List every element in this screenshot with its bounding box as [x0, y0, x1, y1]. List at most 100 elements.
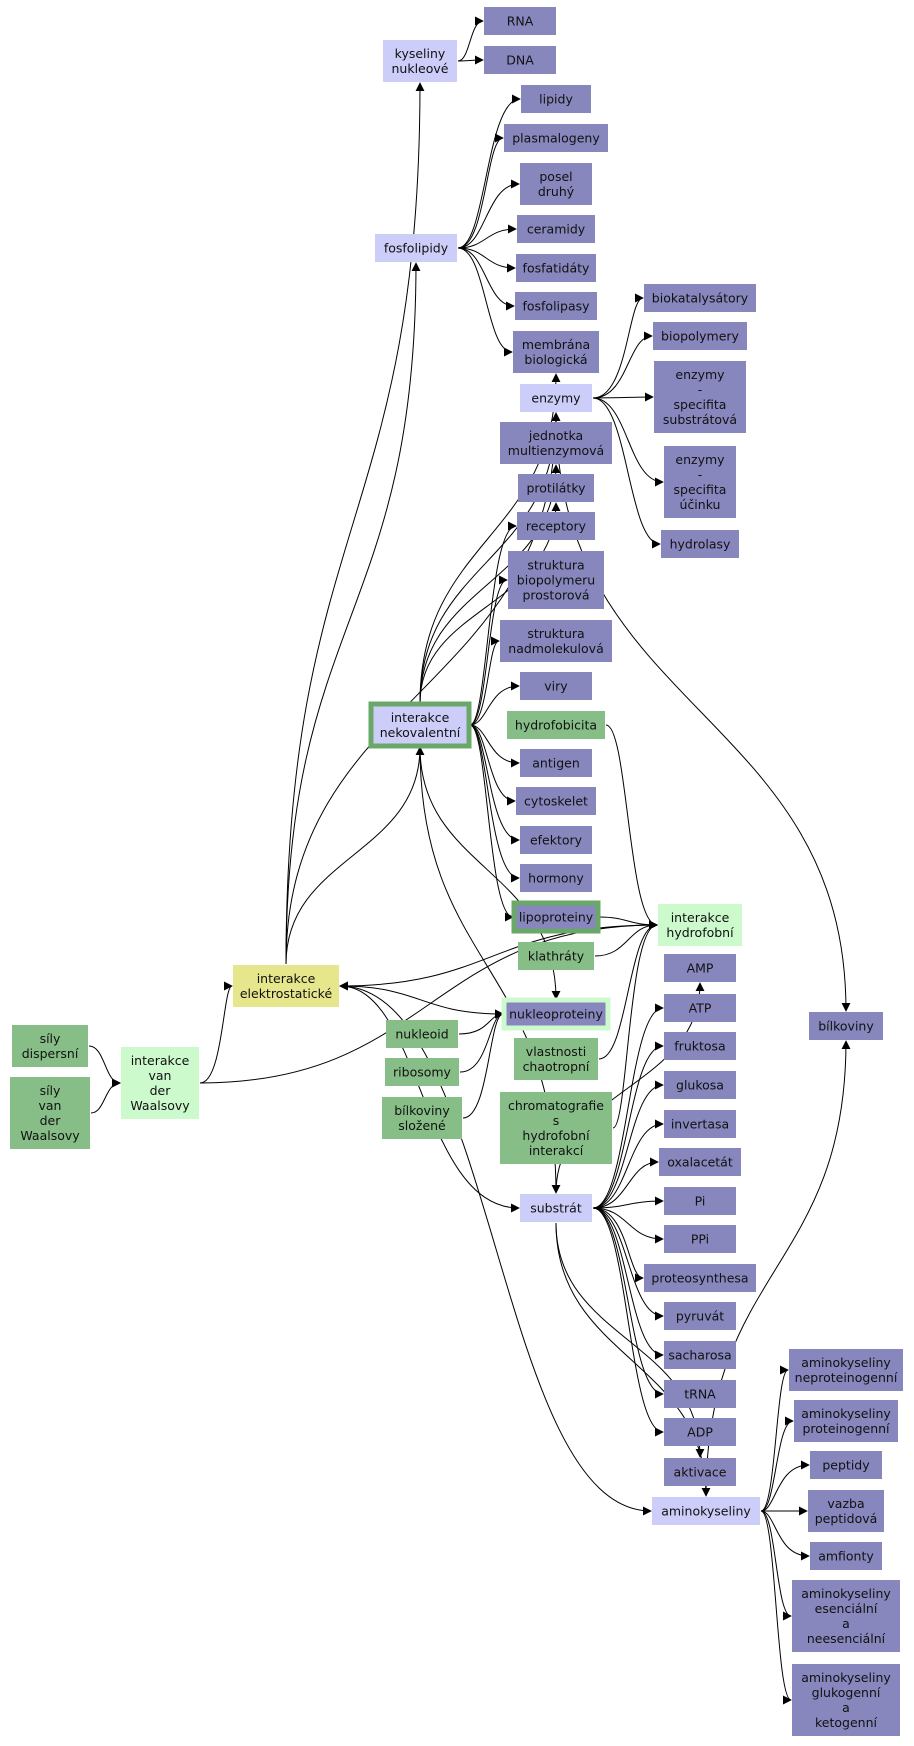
node-label-line: multienzymová — [508, 443, 604, 458]
node-box — [661, 530, 739, 558]
node-box — [500, 620, 612, 662]
node-sacharosa: sacharosa — [664, 1341, 736, 1369]
node-label-line: oxalacetát — [667, 1155, 733, 1170]
edge-substrat-to-pi — [592, 1196, 664, 1209]
node-label-line: síly — [40, 1031, 61, 1046]
edge-interakce-nekovalentni-to-viry — [469, 681, 520, 726]
node-label-line: hydrofobicita — [515, 718, 597, 733]
node-label-line: Pi — [695, 1194, 706, 1209]
node-ppi: PPi — [664, 1225, 736, 1253]
node-label-line: dispersní — [22, 1046, 79, 1061]
node-box — [517, 215, 595, 243]
node-label-line: aminokyseliny — [801, 1355, 891, 1370]
node-label-line: biokatalysátory — [652, 291, 749, 306]
node-klathraty: klathráty — [518, 942, 594, 970]
node-label-line: složené — [398, 1118, 446, 1133]
node-label-line: - — [698, 382, 703, 397]
node-label-line: jednotka — [528, 428, 583, 443]
node-box — [513, 331, 599, 373]
node-box — [382, 1097, 462, 1139]
node-label-line: vlastnosti — [526, 1044, 586, 1059]
edge-enzymy-to-biopolymery — [592, 331, 653, 399]
node-label-line: substrátová — [663, 412, 737, 427]
node-box — [121, 1047, 199, 1119]
node-box — [504, 124, 608, 152]
edge-interakce-nekovalentni-to-struktura-biopolymeru — [469, 575, 508, 726]
node-fosfatidaty: fosfatidáty — [516, 254, 596, 282]
node-receptory: receptory — [517, 512, 595, 540]
node-box — [385, 1058, 459, 1086]
node-label-line: interakce — [257, 971, 316, 986]
node-fruktosa: fruktosa — [664, 1032, 736, 1060]
edge-substrat-to-invertasa — [592, 1119, 664, 1209]
node-viry: viry — [520, 672, 592, 700]
node-label-line: aminokyseliny — [801, 1406, 891, 1421]
node-oxalacetat: oxalacetát — [659, 1148, 741, 1176]
node-label-line: Waalsovy — [130, 1098, 190, 1113]
node-proteosynthesa: proteosynthesa — [644, 1264, 756, 1292]
node-label-line: sacharosa — [668, 1348, 731, 1363]
node-box — [664, 1341, 736, 1369]
node-box — [654, 361, 746, 433]
node-label-line: klathráty — [528, 949, 585, 964]
node-box — [520, 672, 592, 700]
node-label-line: chromatografie — [508, 1098, 604, 1113]
node-label-line: hydrolasy — [670, 537, 731, 552]
node-box — [520, 749, 592, 777]
node-label-line: interakce — [391, 710, 450, 725]
node-box — [511, 900, 601, 934]
node-label-line: efektory — [530, 833, 583, 848]
node-label-line: glukogenní — [812, 1685, 881, 1700]
node-enzymy: enzymy — [520, 384, 592, 412]
node-label-line: lipoproteiny — [519, 910, 594, 925]
node-fosfolipidy: fosfolipidy — [375, 234, 457, 262]
node-hydrolasy: hydrolasy — [661, 530, 739, 558]
node-biokatalysatory: biokatalysátory — [644, 284, 756, 312]
node-box — [507, 711, 605, 739]
edge-fosfolipidy-to-lipidy — [457, 94, 521, 249]
edge-vlastnosti-chaotropni-to-interakce-hydrofobni — [598, 920, 658, 1060]
node-nukleoproteiny: nukleoproteiny — [501, 997, 611, 1031]
edge-aminokyseliny-to-aminokyseliny-esencialni — [760, 1510, 792, 1621]
node-label-line: PPi — [691, 1232, 709, 1247]
edge-fosfolipidy-to-plasmalogeny — [457, 133, 504, 249]
edge-enzymy-to-hydrolasy — [592, 397, 661, 549]
edge-layer — [88, 16, 851, 1705]
node-box — [664, 994, 736, 1022]
node-label-line: plasmalogeny — [512, 131, 600, 146]
node-label-line: interakce — [671, 910, 730, 925]
node-label-line: der — [150, 1083, 172, 1098]
edge-fosfolipidy-to-fosfolipasy — [457, 247, 515, 311]
node-box — [810, 1451, 882, 1479]
edge-fosfolipidy-to-fosfatidaty — [457, 247, 516, 273]
node-label-line: fosfolipasy — [522, 299, 590, 314]
node-label-line: neproteinogenní — [795, 1370, 898, 1385]
node-label-line: aminokyseliny — [661, 1504, 751, 1519]
node-label-line: struktura — [527, 626, 584, 641]
edge-interakce-nekovalentni-to-jednotka — [419, 464, 561, 704]
node-box — [658, 904, 742, 946]
node-label-line: der — [40, 1113, 62, 1128]
node-label-line: prostorová — [522, 588, 589, 603]
node-label-line: ribosomy — [393, 1065, 452, 1080]
node-box — [810, 1542, 882, 1570]
node-box — [501, 997, 611, 1031]
node-cytoskelet: cytoskelet — [516, 787, 596, 815]
node-efektory: efektory — [520, 826, 592, 854]
node-label-line: hydrofobní — [666, 925, 734, 940]
node-label-line: bílkoviny — [818, 1019, 874, 1034]
node-label-line: viry — [544, 679, 568, 694]
node-box — [10, 1077, 90, 1149]
edge-interakce-elektrostaticke-to-fosfolipidy — [285, 262, 421, 965]
node-label-line: fruktosa — [674, 1039, 725, 1054]
node-box — [664, 1418, 736, 1446]
